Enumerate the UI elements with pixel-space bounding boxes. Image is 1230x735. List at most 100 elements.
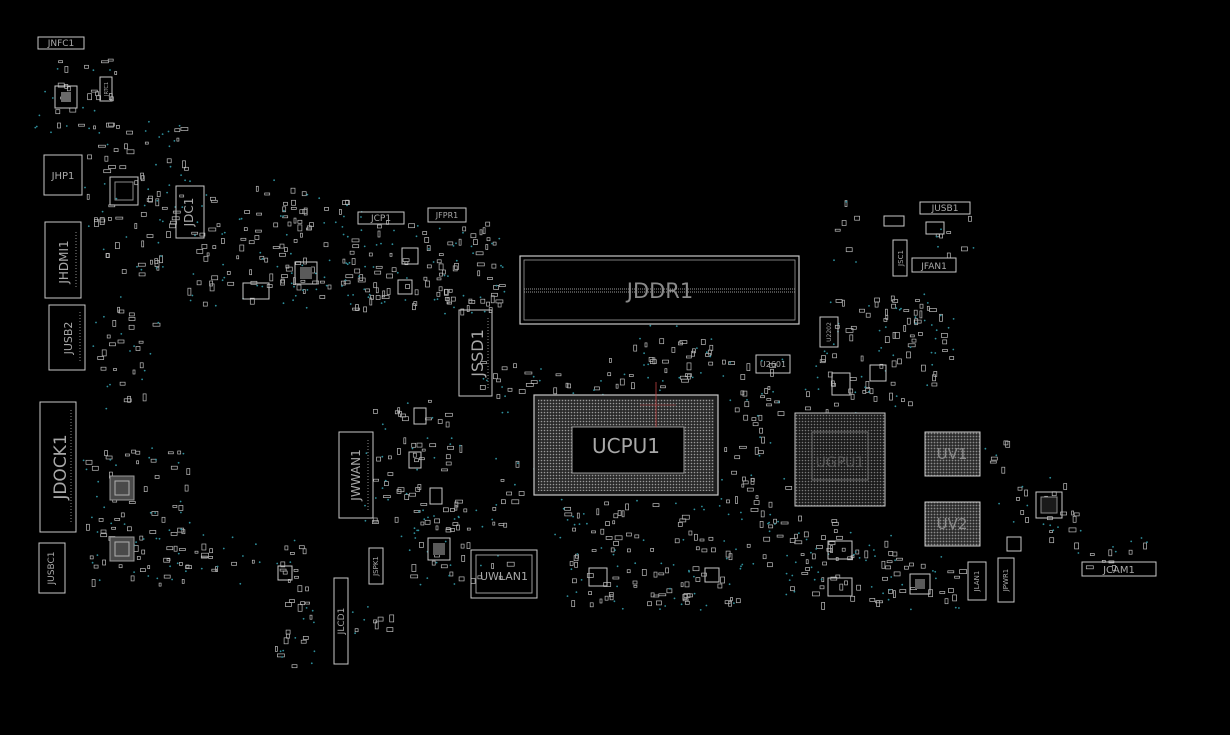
passive-component [94, 217, 98, 223]
passive-component [302, 636, 309, 640]
via [878, 329, 881, 332]
passive-component [699, 538, 705, 542]
connector-jdock1[interactable]: JDOCK1 [39, 401, 77, 533]
passive-component [890, 381, 896, 386]
chip-uv2[interactable]: UV2 [924, 501, 981, 547]
passive-component [345, 274, 354, 279]
passive-component [466, 305, 470, 312]
passive-component [617, 510, 622, 516]
via [758, 454, 761, 457]
connector-jpwr1[interactable]: JPWR1 [997, 557, 1015, 603]
via [435, 561, 438, 564]
passive-component [98, 518, 104, 522]
passive-component [291, 199, 296, 206]
passive-component [187, 287, 192, 296]
via [984, 447, 987, 450]
via [554, 533, 556, 536]
passive-component [251, 559, 255, 564]
passive-component [210, 199, 218, 203]
via [301, 264, 304, 267]
passive-component [506, 491, 512, 496]
via [155, 458, 157, 461]
via [934, 352, 937, 354]
passive-component [684, 581, 690, 588]
passive-component [687, 593, 693, 598]
connector-jwwan1[interactable]: JWWAN1 [338, 431, 374, 519]
via [223, 276, 226, 279]
passive-component [743, 414, 749, 421]
connector-jspk1[interactable]: JSPK1 [368, 547, 384, 585]
connector-jdc1[interactable]: JDC1 [175, 185, 205, 239]
connector-jcp1[interactable]: JCP1 [357, 211, 405, 225]
connector-jcam1[interactable]: JCAM1 [1081, 561, 1157, 577]
passive-component [120, 512, 125, 518]
connector-jlcd1[interactable]: JLCD1 [333, 577, 349, 665]
passive-component [279, 243, 285, 249]
passive-component [1112, 565, 1116, 571]
via [720, 498, 723, 500]
connector-jddr1[interactable]: JDDR1 [519, 255, 800, 325]
chip-ucpu1[interactable]: UCPU1 [533, 382, 719, 496]
connector-jhp1[interactable]: JHP1 [43, 154, 83, 196]
via [503, 290, 506, 293]
via [910, 608, 912, 611]
passive-component [571, 600, 576, 607]
chip-uv1[interactable]: UV1 [924, 431, 981, 477]
connector-jsc1[interactable]: JSC1 [892, 239, 908, 277]
via [586, 522, 588, 525]
via [221, 233, 224, 235]
via [854, 551, 857, 553]
via [50, 131, 52, 134]
passive-component [567, 383, 571, 389]
passive-component [443, 507, 449, 513]
passive-component [97, 356, 105, 360]
connector-jusbc1[interactable]: JUSBC1 [38, 542, 66, 594]
passive-component [576, 512, 580, 519]
via [293, 285, 295, 288]
passive-component [167, 451, 174, 455]
via [813, 578, 816, 581]
connector-jlan1[interactable]: JLAN1 [967, 561, 987, 601]
passive-component [377, 230, 381, 238]
connector-jfan1[interactable]: JFAN1 [911, 257, 957, 273]
passive-component [280, 561, 286, 568]
via [566, 519, 569, 521]
passive-component [226, 271, 231, 275]
chip-ugpu1[interactable]: UGPU1 [794, 412, 886, 507]
passive-component [627, 548, 631, 553]
connector-jfpr1[interactable]: JFPR1 [427, 207, 467, 223]
via [649, 324, 652, 327]
via [669, 587, 671, 590]
connector-jhdmi1[interactable]: JHDMI1 [44, 221, 82, 299]
connector-jusb1[interactable]: JUSB1 [919, 201, 971, 215]
via [358, 275, 360, 278]
via [444, 312, 446, 315]
via [815, 365, 818, 367]
passive-component [780, 521, 789, 525]
chip-u2601[interactable]: U2601 [755, 354, 791, 374]
connector-jnfc1[interactable]: JNFC1 [37, 36, 85, 50]
connector-jusb2[interactable]: JUSB2 [48, 304, 86, 371]
chip-u2202[interactable]: U2202 [819, 316, 839, 348]
passive-component [768, 501, 773, 508]
passive-component [389, 614, 395, 623]
via [406, 402, 409, 404]
passive-component [184, 484, 189, 492]
passive-component [300, 232, 303, 238]
connector-jrtc1[interactable]: JRTC1 [99, 76, 113, 102]
passive-component [1024, 489, 1028, 497]
via [436, 298, 439, 301]
chip-uwlan1[interactable]: UWLAN1 [470, 549, 538, 599]
via [384, 479, 387, 482]
via [91, 561, 94, 564]
passive-component [118, 564, 123, 569]
passive-component [487, 277, 493, 280]
passive-component [647, 601, 652, 607]
passive-component [287, 579, 291, 583]
via [600, 380, 602, 382]
via [310, 662, 313, 665]
passive-component [403, 437, 407, 445]
connector-jssd1[interactable]: JSSD1 [458, 309, 493, 397]
via [323, 276, 326, 279]
passive-component [459, 445, 463, 453]
